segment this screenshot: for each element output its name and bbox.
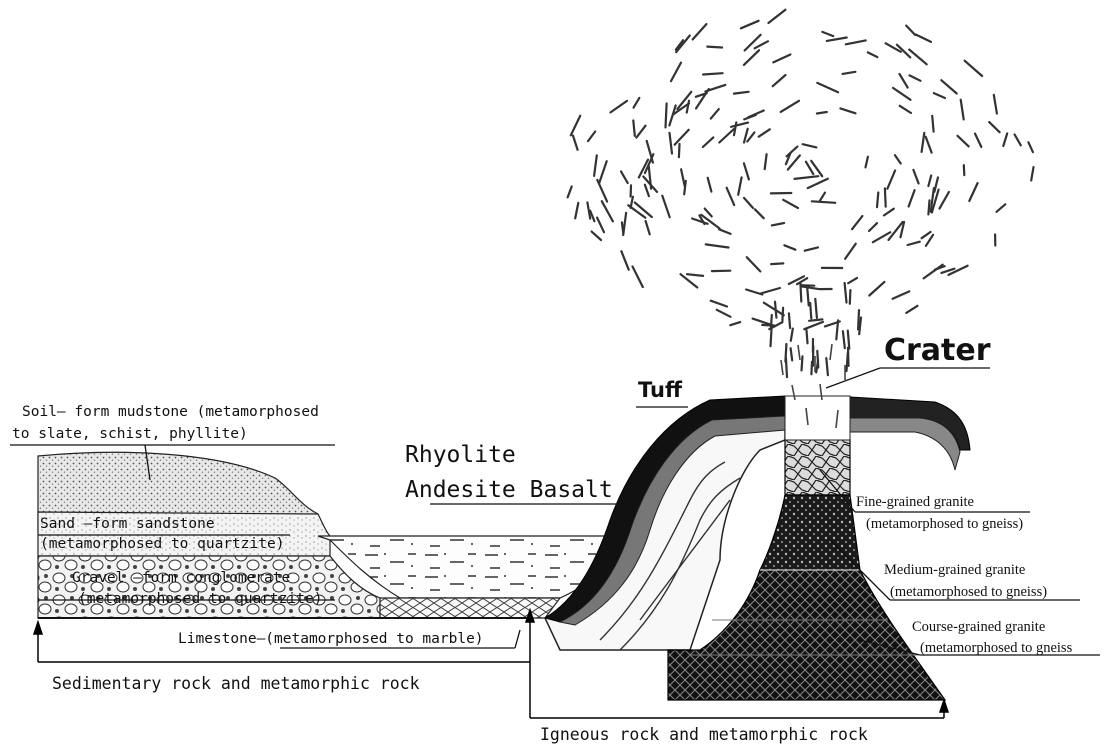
- medium-granite-label: Medium-grained granite (metamorphosed to…: [884, 562, 1047, 600]
- fine-granite-label: Fine-grained granite (metamorphosed to g…: [856, 494, 1023, 532]
- crater-vent: [785, 396, 850, 440]
- andesite-basalt-label: Andesite Basalt: [405, 477, 613, 503]
- gravel-layer: [38, 556, 380, 618]
- soil-label: Soil— form mudstone (metamorphosed to sl…: [12, 404, 328, 442]
- limestone-layer: [380, 598, 560, 618]
- igneous-rock-caption: Igneous rock and metamorphic rock: [540, 725, 868, 744]
- tuff-label: Tuff: [638, 378, 683, 402]
- crater-label: Crater: [884, 333, 991, 368]
- coarse-granite-label: Course-grained granite (metamorphosed to…: [912, 619, 1073, 656]
- limestone-pointer: [515, 630, 520, 648]
- sedimentary-rock-caption: Sedimentary rock and metamorphic rock: [52, 674, 420, 693]
- crater-pointer: [826, 368, 880, 388]
- medium-grained-granite: [760, 495, 860, 570]
- rhyolite-label: Rhyolite: [405, 442, 516, 468]
- tuff-edge: [850, 418, 960, 470]
- fine-grained-granite: [785, 438, 850, 495]
- eruption-smoke: [568, 10, 1034, 377]
- limestone-label: Limestone—(metamorphosed to marble): [178, 631, 484, 647]
